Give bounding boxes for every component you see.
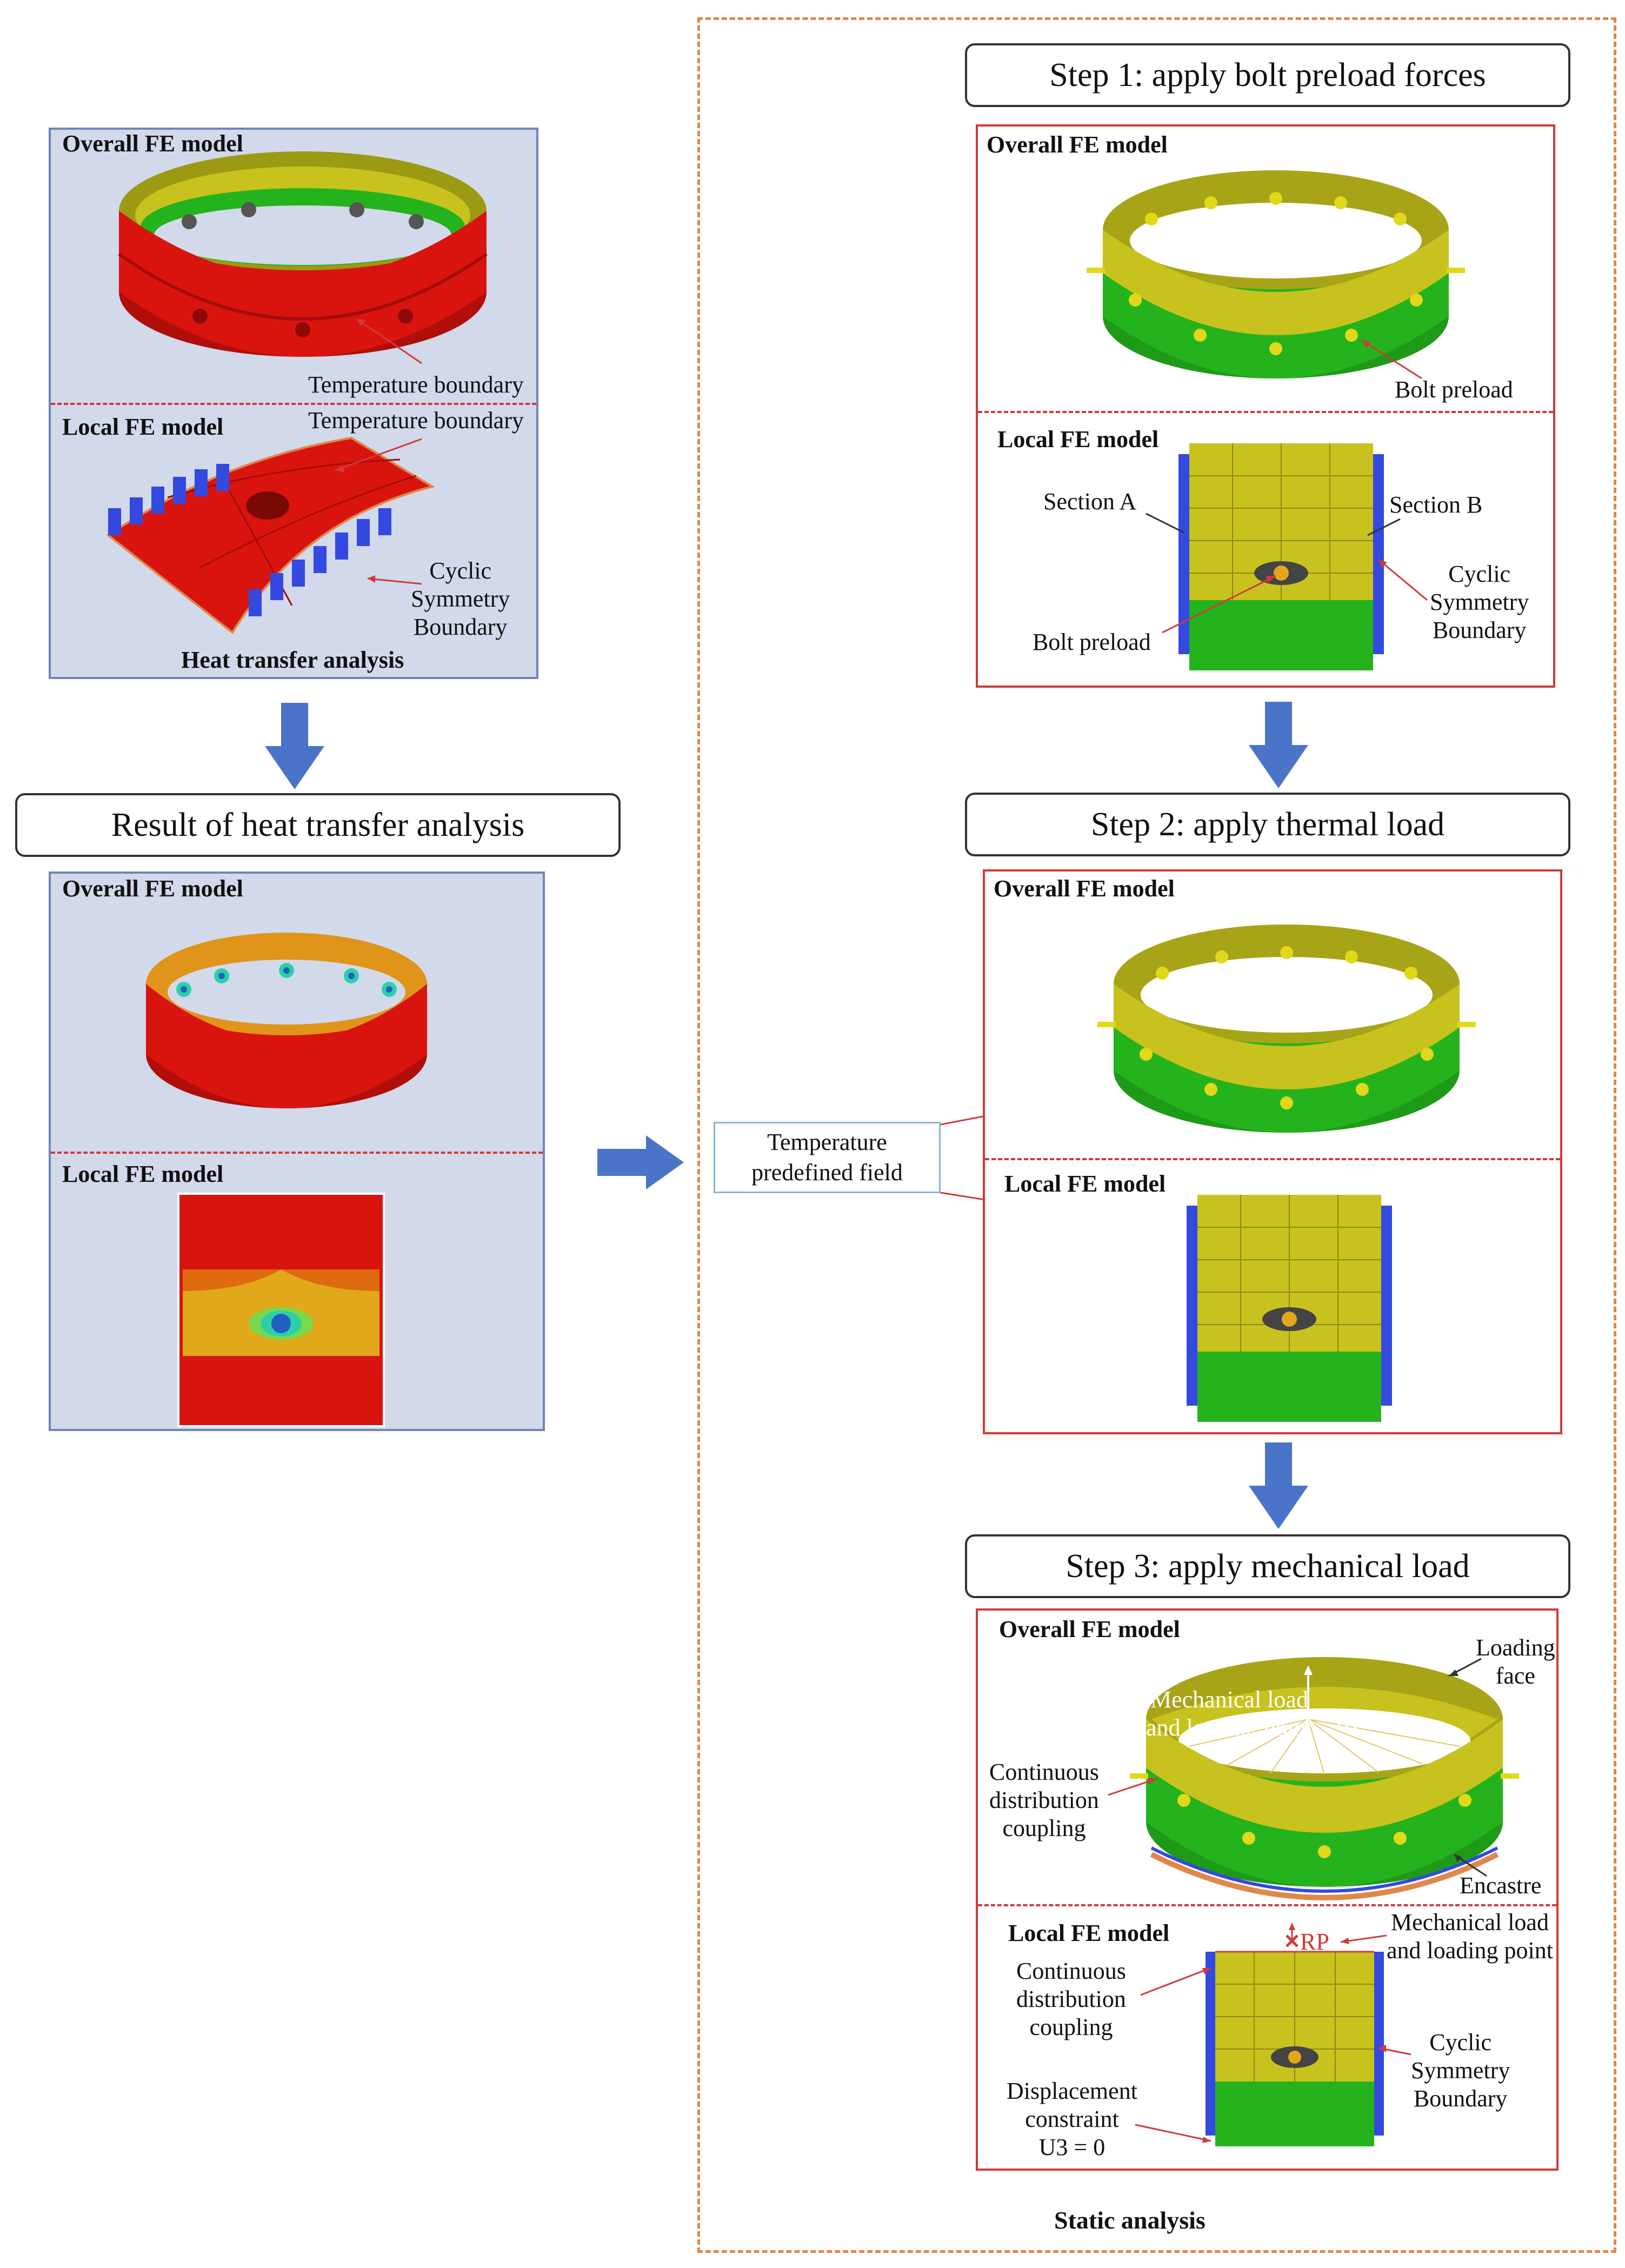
heat-cyclic-line-3: Boundary [413,614,508,640]
step3-cont-local-line-3: coupling [1029,2014,1113,2040]
result-overall-ring-model [146,933,427,1108]
heat-overall-ring-model [118,151,488,357]
step3-cyclic-line-1: Cyclic [1429,2029,1492,2056]
step3-cont-local-line-2: distribution [1016,1986,1126,2012]
step3-cyclic-line-2: Symmetry [1411,2057,1510,2084]
step3-cont-local-line-1: Continuous [1016,1958,1126,1984]
step3-mech-local-line-2: and loading point [1387,1937,1553,1964]
step3-title: Step 3: apply mechanical load [965,1534,1570,1598]
step3-mech-load-line-1: Mechanical load [1150,1686,1308,1713]
step1-section-a: Section A [1043,488,1137,515]
step3-disp-line-3: U3 = 0 [1038,2134,1105,2160]
step3-local-label: Local FE model [1008,1920,1170,1946]
step3-encastre-label: Encastre [1460,1872,1542,1899]
result-heat-transfer-title: Result of heat transfer analysis [15,793,621,857]
step2-overall-label: Overall FE model [994,875,1175,902]
heat-divider [51,403,536,405]
step1-cyclic-label: Cyclic Symmetry Boundary [1430,560,1529,644]
step1-divider [978,411,1553,413]
result-divider [51,1152,543,1154]
step3-disp-constraint-label: Displacement constraint U3 = 0 [1007,2077,1137,2161]
step3-cyclic-line-3: Boundary [1413,2085,1508,2112]
step3-rp-label: RP [1335,1708,1364,1734]
step3-cont-coupling-label: Continuous distribution coupling [989,1758,1099,1843]
step1-cyclic-line-2: Symmetry [1430,589,1529,615]
step2-title: Step 2: apply thermal load [965,793,1570,856]
step1-local-label: Local FE model [997,426,1159,453]
step1-down-arrow [1249,702,1308,788]
step1-section-b: Section B [1389,491,1483,518]
step3-rp-local-label: RP [1300,1928,1329,1955]
step3-divider [978,1904,1556,1906]
heat-local-label: Local FE model [62,414,224,440]
step1-bolt-preload-overall: Bolt preload [1395,376,1513,403]
step1-cyclic-line-1: Cyclic [1448,561,1511,587]
step3-mech-load-label: Mechanical load and loading point [1146,1686,1313,1742]
static-analysis-footer: Static analysis [1054,2206,1206,2234]
left-down-arrow [265,703,324,789]
temp-field-line-1: Temperature [767,1129,887,1155]
step3-loading-face-line-1: Loading [1476,1634,1555,1661]
result-local-label: Local FE model [62,1161,224,1187]
step3-cont-line-1: Continuous [989,1759,1099,1785]
step3-cyclic-local-label: Cyclic Symmetry Boundary [1411,2028,1510,2113]
step1-local-plate-model [1178,443,1384,670]
heat-local-shell-model [106,436,436,634]
temp-field-line-2: predefined field [751,1159,903,1186]
step2-local-plate-model [1187,1195,1392,1422]
heat-cyclic-line-1: Cyclic [429,557,492,584]
step3-mech-load-line-2: and loading point [1146,1714,1313,1741]
step1-overall-label: Overall FE model [987,131,1168,158]
step3-cont-local-label: Continuous distribution coupling [1016,1957,1126,2041]
heat-cyclic-line-2: Symmetry [411,586,510,612]
middle-right-arrow [597,1135,684,1189]
step3-disp-line-2: constraint [1025,2106,1119,2132]
step3-disp-line-1: Displacement [1007,2078,1137,2104]
step2-overall-ring-model [1097,925,1476,1133]
step3-mech-local-line-1: Mechanical load [1390,1909,1549,1936]
temperature-predefined-field-box: Temperature predefined field [714,1122,941,1193]
step3-overall-ring-model [1130,1657,1519,1900]
step2-local-label: Local FE model [1004,1170,1166,1197]
heat-overall-label: Overall FE model [62,130,243,157]
step2-divider [985,1158,1560,1160]
static-analysis-container [697,17,1616,2253]
step3-loading-face-line-2: face [1495,1662,1535,1689]
step3-local-plate-model [1206,1923,1384,2146]
step1-title: Step 1: apply bolt preload forces [965,43,1570,107]
step3-loading-face-label: Loading face [1476,1634,1555,1690]
step3-mech-local-label: Mechanical load and loading point [1387,1908,1553,1965]
result-local-plate-model [177,1193,385,1427]
result-overall-label: Overall FE model [62,875,243,902]
step3-cont-line-3: coupling [1002,1815,1086,1841]
step1-overall-ring-model [1087,170,1465,378]
heat-transfer-caption: Heat transfer analysis [181,647,404,673]
step1-bolt-preload-local: Bolt preload [1033,629,1151,655]
step2-down-arrow [1249,1442,1308,1529]
heat-cyclic-label: Cyclic Symmetry Boundary [411,557,510,641]
heat-temp-boundary-label-1: Temperature boundary [308,371,524,398]
step3-cont-line-2: distribution [989,1787,1099,1813]
step3-overall-label: Overall FE model [999,1616,1180,1642]
step1-cyclic-line-3: Boundary [1432,617,1527,643]
heat-temp-boundary-label-2: Temperature boundary [308,407,524,434]
